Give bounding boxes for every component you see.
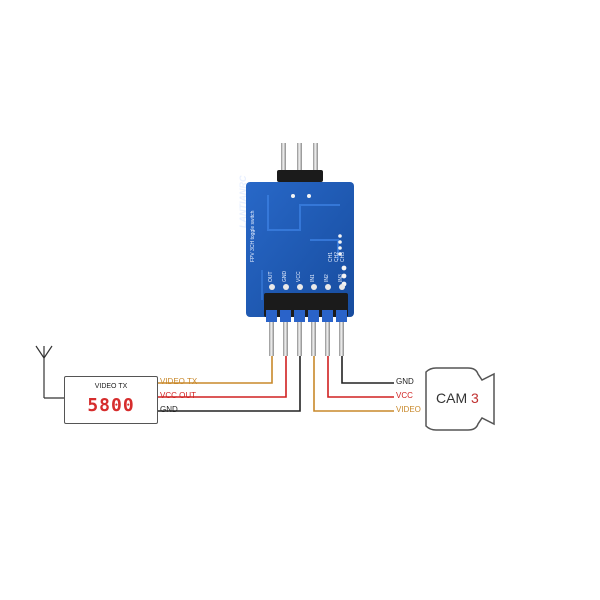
wire-tx-video: [157, 356, 273, 384]
camera-label-prefix: CAM: [436, 390, 468, 406]
wire-cam-gnd: [341, 356, 394, 384]
wire-tx-vcc: [157, 356, 287, 398]
cam-wire-label-vcc: VCC: [396, 391, 413, 400]
camera-label-number: 3: [471, 390, 479, 406]
tx-wire-label-gnd: GND: [160, 405, 178, 414]
cam-wire-label-gnd: GND: [396, 377, 414, 386]
camera-label: CAM 3: [436, 390, 479, 406]
antenna-icon: [35, 345, 64, 399]
board-brand: LANTIANRC: [238, 175, 248, 229]
channel-label: CH3: [340, 251, 346, 262]
wires: [157, 356, 394, 412]
video-tx-module: VIDEO TX 5800: [64, 376, 158, 424]
tx-wire-label-vcc: VCC OUT: [160, 391, 196, 400]
pin-label: IN3: [338, 274, 344, 282]
video-tx-title: VIDEO TX: [94, 383, 128, 390]
bottom-header-pins: [264, 293, 348, 356]
cam-wire-label-video: VIDEO: [396, 405, 421, 414]
tx-wire-label-video: VIDEO TX: [160, 377, 198, 386]
pin-label: VCC: [296, 271, 302, 282]
pin-label: IN1: [310, 274, 316, 282]
camera-icon: [425, 367, 495, 431]
wire-tx-gnd: [157, 356, 301, 412]
video-tx-model: 5800: [87, 395, 135, 416]
pin-label: IN2: [324, 274, 330, 282]
wire-cam-vcc: [327, 356, 394, 398]
top-header-pins: [277, 143, 323, 188]
pin-label: OUT: [268, 271, 274, 282]
wire-cam-video: [313, 356, 394, 412]
pin-label: GND: [282, 270, 288, 282]
board-subtitle: FPV 3CH toggle switch: [250, 210, 256, 262]
pcb-board: [246, 182, 354, 317]
